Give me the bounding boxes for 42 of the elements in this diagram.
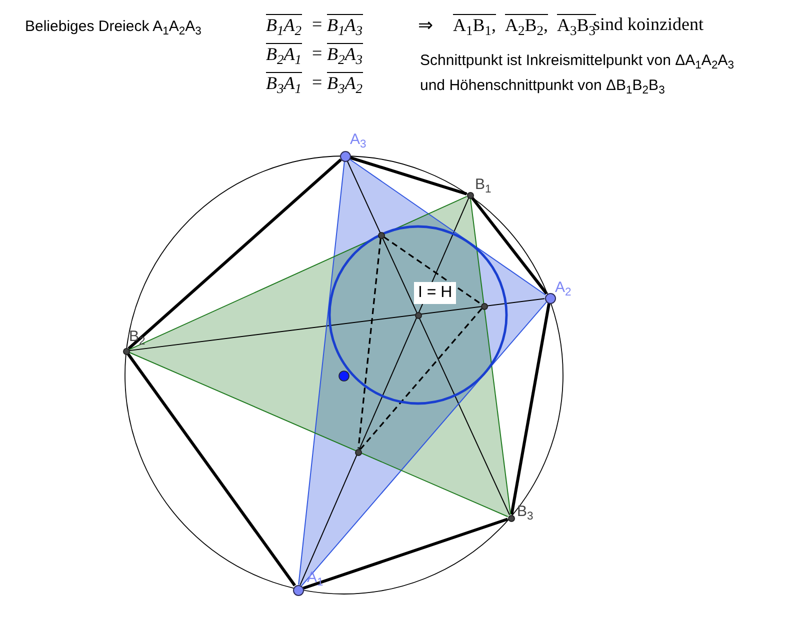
hexagon-side — [350, 156, 468, 196]
dashed-line — [383, 236, 482, 305]
hexagon-side — [126, 352, 296, 586]
segment-name: B$_{3}$A$_{1}$ — [266, 72, 302, 94]
point-label: B$_{1}$ — [475, 176, 492, 193]
line-segment — [128, 298, 546, 352]
line-segment — [346, 160, 510, 516]
segment-name: A$_{1}$B$_{1}$, — [453, 14, 496, 36]
hexagon-side — [302, 518, 508, 590]
segment-name: B$_{1}$A$_{3}$ — [327, 14, 362, 36]
point-label: B$_{3}$ — [517, 503, 534, 520]
segment-name: A$_{2}$B$_{2}$, — [505, 14, 548, 36]
point-label: A$_{3}$ — [350, 131, 366, 148]
point — [378, 232, 384, 238]
triangle-side — [128, 352, 508, 518]
point — [354, 448, 362, 456]
triangle-side — [470, 198, 512, 516]
point-label: A$_{2}$ — [555, 279, 572, 296]
segment-name: B$_{2}$A$_{3}$ — [327, 43, 362, 65]
point-label: I = H — [414, 282, 456, 304]
segment-name: B$_{3}$A$_{2}$ — [327, 72, 362, 94]
triangle-side — [301, 302, 547, 586]
intersection-point — [414, 312, 422, 318]
hexagon-side — [128, 158, 342, 350]
dashed-line — [360, 308, 482, 450]
segment-name: B$_{1}$A$_{2}$ — [266, 14, 302, 36]
math-text: ⇒ — [418, 15, 433, 36]
segment-name: B$_{2}$A$_{1}$ — [266, 43, 302, 65]
text-line: und Höhenschnittpunkt von ΔB$_{1}$B$_{2}$B$_{3}$ — [420, 77, 665, 94]
triangle-side — [349, 158, 546, 296]
hexagon-side — [470, 196, 548, 295]
point — [480, 302, 488, 310]
math-text: = — [312, 72, 322, 93]
triangle-side — [298, 160, 345, 586]
triangle-side — [128, 196, 468, 350]
line-segment — [300, 198, 470, 586]
text-line: Beliebiges Dreieck A$_{1}$A$_{2}$A$_{3}$ — [25, 18, 202, 36]
math-text: = — [312, 14, 322, 35]
dashed-line — [358, 238, 382, 449]
hexagon-side — [510, 303, 551, 515]
math-text: = — [312, 43, 322, 64]
text-line: Schnittpunkt ist Inkreismittelpunkt von ΔA$_{1}$A$_{2}$A$_{3}$ — [420, 52, 734, 70]
